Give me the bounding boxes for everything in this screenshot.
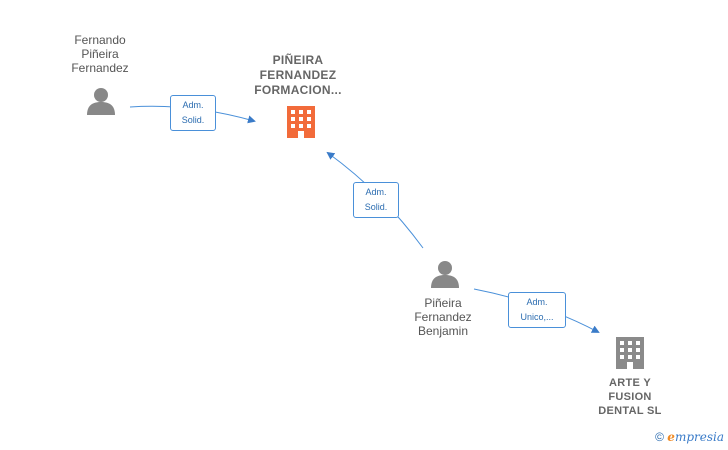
label-line: FERNANDEZ xyxy=(259,68,337,82)
label-line: ARTE Y xyxy=(609,377,651,389)
edge-label-line: Adm. xyxy=(526,297,548,307)
building-icon[interactable] xyxy=(616,337,644,369)
edge-label-person1-main[interactable]: Adm. Solid. xyxy=(170,95,216,131)
edge-label-line: Unico,... xyxy=(520,312,554,322)
label-line: Fernando xyxy=(74,33,126,47)
edge-label-line: Adm. xyxy=(365,187,387,197)
label-line: Piñeira xyxy=(424,296,462,310)
edge-label-line: Solid. xyxy=(364,202,388,212)
person-label-benjamin[interactable]: Piñeira Fernandez Benjamin xyxy=(393,296,493,338)
person-label-fernando[interactable]: Fernando Piñeira Fernandez xyxy=(50,33,150,75)
label-line: Fernandez xyxy=(71,61,129,75)
label-line: FORMACION... xyxy=(254,83,342,97)
edge-label-person2-main[interactable]: Adm. Solid. xyxy=(353,182,399,218)
label-line: Fernandez xyxy=(414,310,472,324)
edge-label-person2-company2[interactable]: Adm. Unico,... xyxy=(508,292,566,328)
label-line: Benjamin xyxy=(417,324,469,338)
label-line: FUSION xyxy=(608,391,652,403)
copyright-icon: © xyxy=(655,430,664,444)
label-line: DENTAL SL xyxy=(598,405,662,417)
person-icon[interactable] xyxy=(87,88,115,115)
person-icon[interactable] xyxy=(431,261,459,288)
label-line: PIÑEIRA xyxy=(272,53,324,67)
brand-name: mpresia xyxy=(674,430,724,444)
company-label-arte[interactable]: ARTE Y FUSION DENTAL SL xyxy=(585,376,675,418)
empresia-watermark: © empresia xyxy=(655,430,724,444)
edge-label-line: Adm. xyxy=(182,100,204,110)
company-label-main[interactable]: PIÑEIRA FERNANDEZ FORMACION... xyxy=(238,53,358,98)
brand-initial: e xyxy=(667,430,675,444)
label-line: Piñeira xyxy=(81,47,119,61)
building-icon[interactable] xyxy=(287,106,315,138)
edge-label-line: Solid. xyxy=(181,115,205,125)
